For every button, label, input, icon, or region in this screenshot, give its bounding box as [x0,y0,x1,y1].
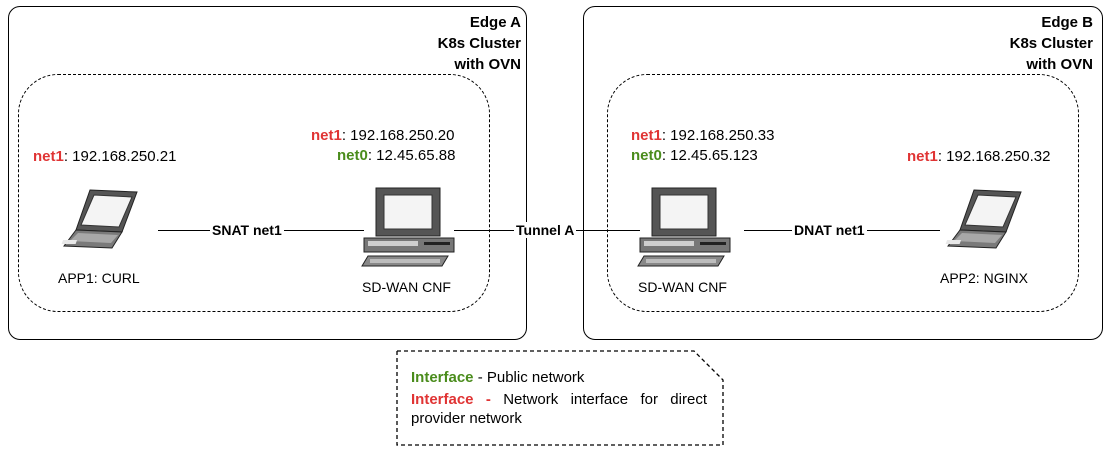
edge-b-box [583,6,1103,340]
edge-b-title-line3: with OVN [1026,56,1093,73]
legend-box [396,350,724,446]
app2-net1-address: net1: 192.168.250.32 [907,148,1050,166]
dnat-link-label: DNAT net1 [792,222,867,238]
legend-public-label: Interface [411,369,474,386]
cnf-b-net1-label: net1 [631,127,662,144]
cnf-b-net0-label: net0 [631,147,662,164]
laptop-icon [945,189,1022,249]
cnf-b-caption: SD-WAN CNF [638,279,727,295]
cnf-b-net1-address: net1: 192.168.250.33 [631,127,774,145]
edge-a-title: Edge A K8s Cluster with OVN [438,12,521,75]
cnf-a-caption: SD-WAN CNF [362,279,451,295]
cnf-a-net1-value: : 192.168.250.20 [341,127,455,144]
app1-net1-label: net1 [33,148,64,165]
cnf-b-net0-value: : 12.45.65.123 [661,147,758,164]
cnf-a-net0-label: net0 [337,147,368,164]
edge-a-box [8,6,527,340]
app1-net1-address: net1: 192.168.250.21 [33,148,176,166]
legend-provider-row: Interface - Network interface for direct… [411,390,707,428]
app1-net1-value: : 192.168.250.21 [63,148,177,165]
app2-net1-label: net1 [907,148,938,165]
edge-b-title-line1: Edge B [1041,14,1093,31]
app2-caption: APP2: NGINX [940,270,1028,286]
legend-public-text: - Public network [473,369,585,386]
tunnel-link-label: Tunnel A [514,222,577,238]
desktop-computer-icon [637,187,731,267]
legend-provider-label: Interface - [411,391,491,408]
edge-b-cluster-boundary [607,74,1079,312]
edge-a-title-line1: Edge A [469,14,521,31]
legend-public-row: Interface - Public network [411,368,584,387]
app1-caption: APP1: CURL [58,270,140,286]
edge-a-title-line3: with OVN [454,56,521,73]
edge-a-title-line2: K8s Cluster [437,35,521,52]
edge-b-title-line2: K8s Cluster [1009,35,1093,52]
app2-net1-value: : 192.168.250.32 [937,148,1051,165]
legend-provider-text: Network interface for direct provider ne… [411,391,707,427]
cnf-a-net1-label: net1 [311,127,342,144]
edge-b-title: Edge B K8s Cluster with OVN [1010,12,1093,75]
edge-a-cluster-boundary [18,74,490,312]
laptop-icon [61,189,138,249]
cnf-a-net0-value: : 12.45.65.88 [367,147,456,164]
desktop-computer-icon [361,187,455,267]
cnf-b-net1-value: : 192.168.250.33 [661,127,775,144]
cnf-a-net0-address: net0: 12.45.65.88 [337,147,455,165]
cnf-a-net1-address: net1: 192.168.250.20 [311,127,454,145]
cnf-b-net0-address: net0: 12.45.65.123 [631,147,758,165]
snat-link-label: SNAT net1 [210,222,284,238]
